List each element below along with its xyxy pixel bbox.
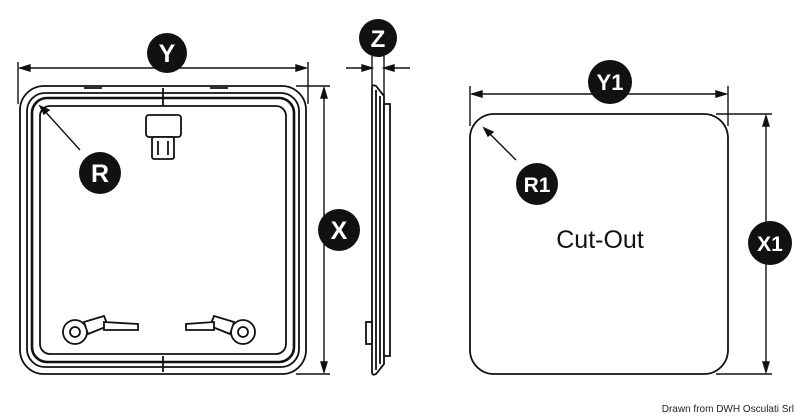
label-y-text: Y	[159, 40, 176, 68]
label-r1: R1	[516, 163, 558, 205]
handle-left	[62, 314, 139, 345]
top-latch	[145, 114, 182, 160]
label-y1-text: Y1	[597, 70, 624, 95]
label-y: Y	[147, 33, 187, 73]
r1-leader	[482, 126, 517, 161]
label-x1-text: X1	[757, 233, 783, 256]
label-x1: X1	[748, 221, 792, 265]
hatch-front-view	[19, 85, 307, 375]
cutout-label: Cut-Out	[556, 226, 644, 254]
z-dimension	[346, 56, 410, 96]
label-x: X	[318, 209, 360, 251]
label-r-text: R	[91, 160, 109, 188]
label-z-text: Z	[371, 26, 386, 53]
hatch-side-profile	[365, 84, 391, 376]
r-leader	[38, 104, 81, 151]
credit-text: Drawn from DWH Osculati Srl	[661, 404, 794, 415]
handle-right	[185, 314, 256, 345]
label-x-text: X	[331, 217, 348, 245]
label-r: R	[79, 152, 121, 194]
label-y1: Y1	[588, 60, 632, 104]
label-r1-text: R1	[524, 174, 551, 197]
label-z: Z	[359, 19, 397, 57]
